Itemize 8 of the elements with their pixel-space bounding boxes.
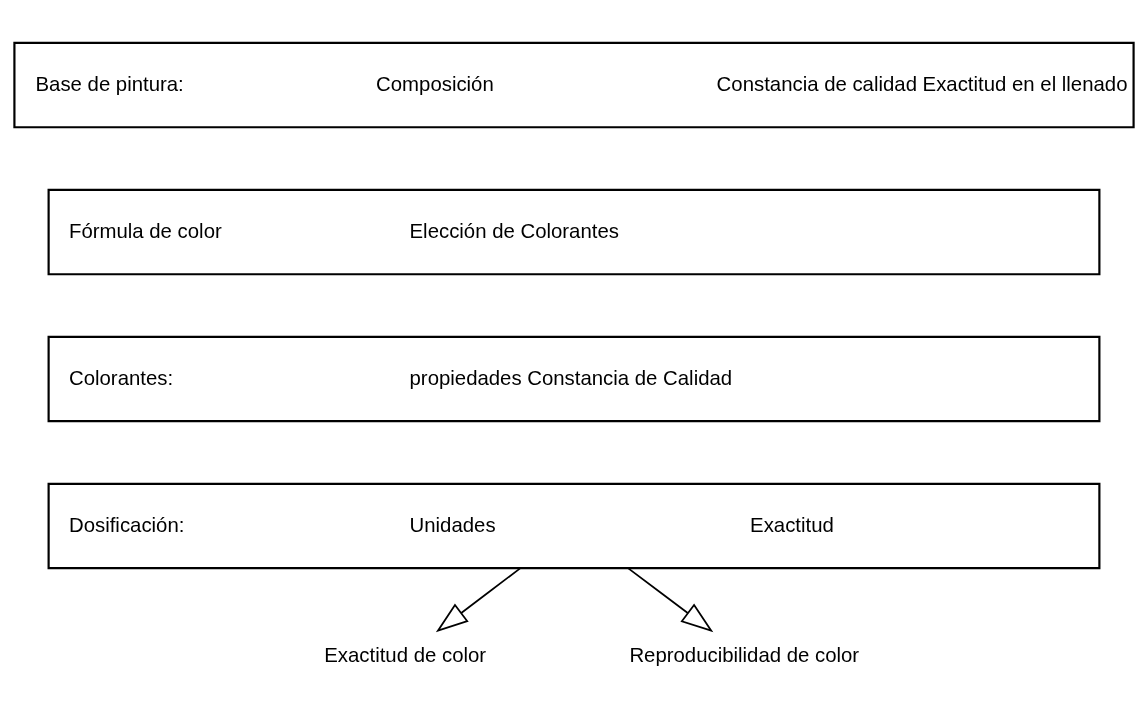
node-box: Colorantes: propiedades Constancia de Calidad <box>47 335 1101 423</box>
node-text: Reproducibilidad de color <box>629 644 860 667</box>
node-box: Fórmula de color Elección de Colorantes <box>47 188 1101 276</box>
node-text: Exactitud de color <box>324 644 487 667</box>
arrow <box>435 567 521 633</box>
node-box: Dosificación: Unidades Exactitud <box>47 482 1101 570</box>
node-box: Base de pintura: Composición Constancia de calidad Exactitud en el llenado <box>13 41 1135 129</box>
arrow <box>627 567 714 633</box>
